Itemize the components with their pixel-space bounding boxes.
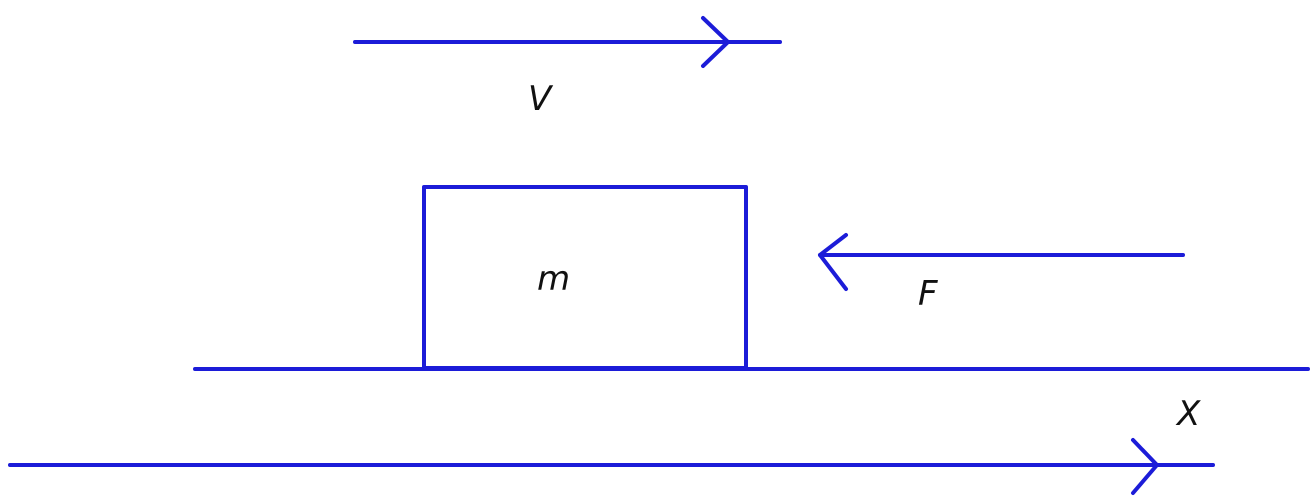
force-arrow xyxy=(818,233,1185,291)
mass-label: m xyxy=(537,259,570,299)
force-label: F xyxy=(918,274,938,314)
mass-block xyxy=(422,185,748,370)
velocity-label: V xyxy=(528,79,554,119)
x-axis-arrow xyxy=(8,438,1215,495)
axis-label: X xyxy=(1175,394,1201,434)
velocity-arrow xyxy=(353,16,782,68)
